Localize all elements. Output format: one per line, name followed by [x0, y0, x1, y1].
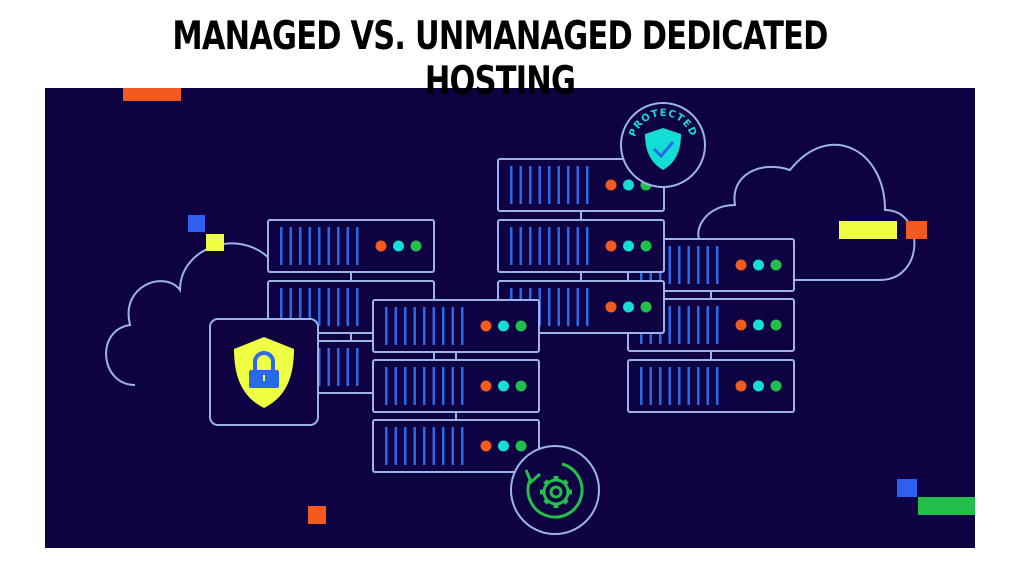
- led-red-icon: [375, 240, 387, 252]
- led-red-icon: [735, 259, 747, 271]
- led-cyan-icon: [498, 440, 509, 452]
- led-red-icon: [605, 179, 617, 191]
- server-unit: [372, 419, 540, 473]
- led-red-icon: [480, 440, 492, 452]
- led-red-icon: [735, 380, 747, 392]
- led-cyan-icon: [623, 301, 634, 313]
- server-unit: [372, 299, 540, 353]
- orange-square: [308, 506, 326, 524]
- led-cyan-icon: [753, 380, 764, 392]
- server-unit: [627, 238, 795, 292]
- gear-icon: [540, 476, 572, 508]
- server-unit: [627, 298, 795, 352]
- gear-refresh-badge: [510, 445, 600, 535]
- led-red-icon: [735, 319, 747, 331]
- green-bar: [918, 497, 975, 515]
- security-lock-panel: [209, 318, 319, 426]
- led-green-icon: [515, 440, 527, 452]
- blue-square: [188, 215, 205, 232]
- server-unit: [372, 359, 540, 413]
- led-red-icon: [480, 380, 492, 392]
- decorative-squares: [123, 88, 975, 524]
- led-green-icon: [515, 320, 527, 332]
- page-title: MANAGED VS. UNMANAGED DEDICATED HOSTING: [172, 14, 828, 104]
- protected-badge: PROTECTED: [620, 102, 706, 188]
- led-green-icon: [770, 319, 782, 331]
- shield-check-icon: [645, 128, 681, 170]
- led-cyan-icon: [753, 319, 764, 331]
- yellow-bar: [839, 221, 897, 239]
- blue-square: [897, 479, 917, 497]
- led-green-icon: [410, 240, 422, 252]
- led-green-icon: [770, 259, 782, 271]
- led-cyan-icon: [753, 259, 764, 271]
- lock-icon: [253, 351, 275, 370]
- led-cyan-icon: [623, 240, 634, 252]
- led-cyan-icon: [498, 380, 509, 392]
- led-red-icon: [605, 301, 617, 313]
- led-red-icon: [480, 320, 492, 332]
- server-unit: [497, 219, 665, 273]
- led-cyan-icon: [393, 240, 404, 252]
- led-green-icon: [515, 380, 527, 392]
- led-cyan-icon: [498, 320, 509, 332]
- refresh-icon: [526, 462, 584, 519]
- left-cloud: [105, 242, 290, 386]
- led-green-icon: [640, 301, 652, 313]
- server-unit: [627, 359, 795, 413]
- yellow-square: [206, 234, 224, 251]
- led-green-icon: [770, 380, 782, 392]
- orange-square: [906, 221, 927, 239]
- led-red-icon: [605, 240, 617, 252]
- orange-bar: [123, 88, 181, 101]
- led-green-icon: [640, 240, 652, 252]
- led-cyan-icon: [623, 179, 634, 191]
- server-unit: [267, 219, 435, 273]
